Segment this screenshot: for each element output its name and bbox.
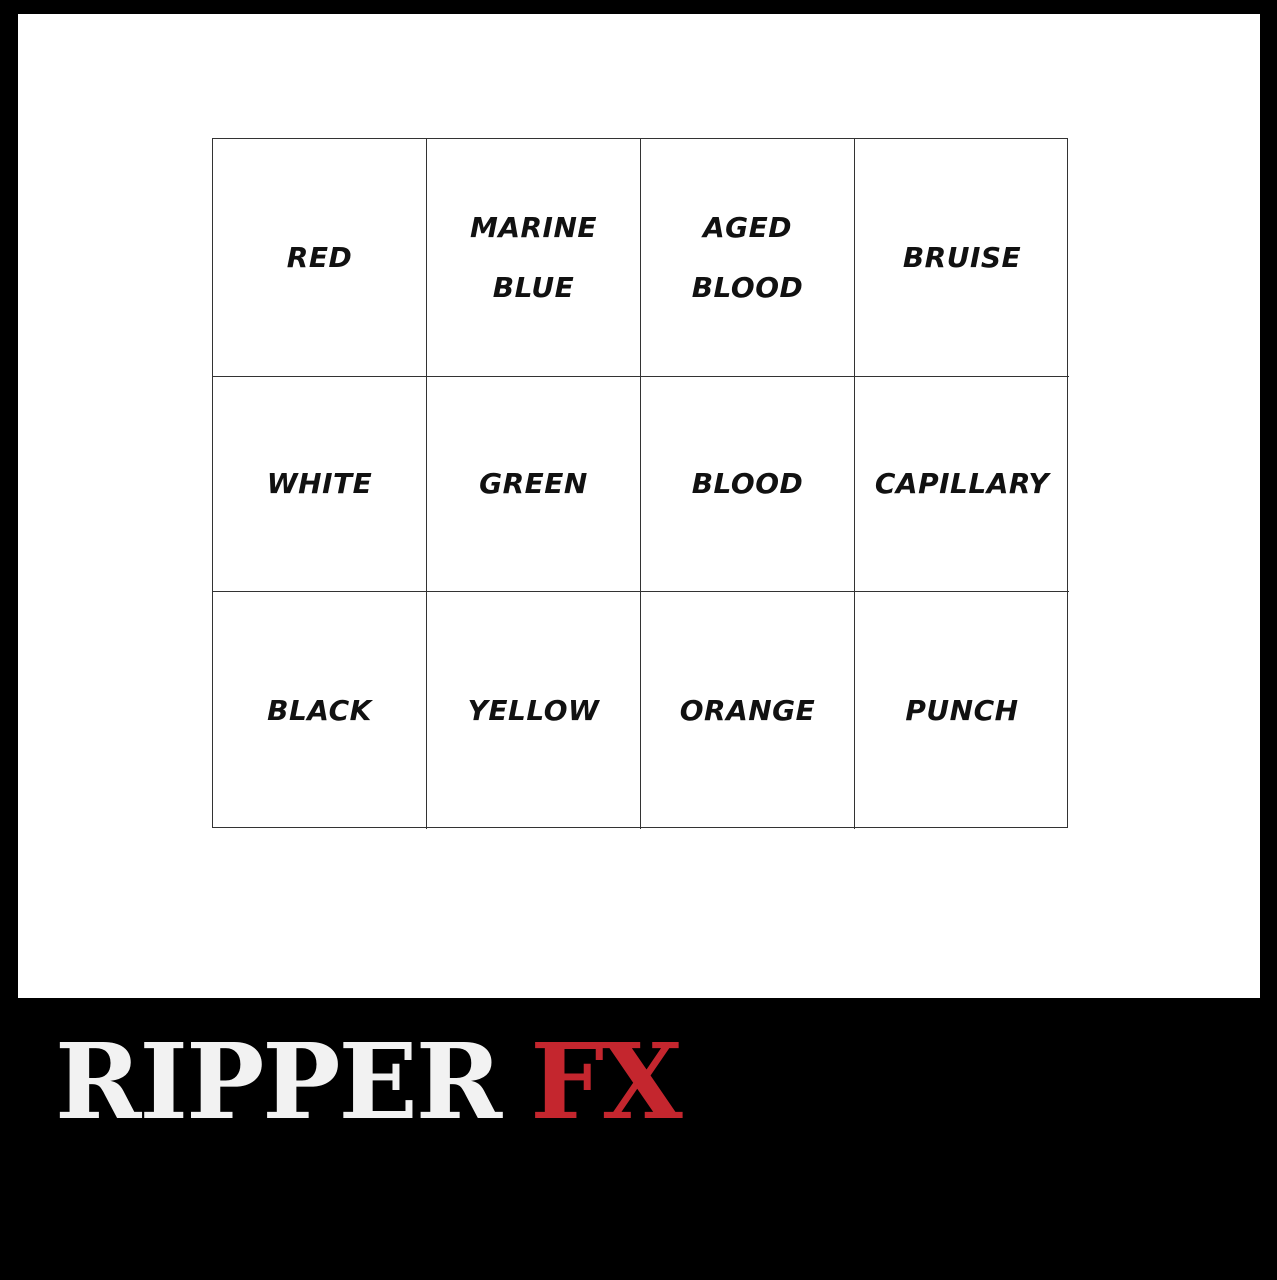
cell-label: BRUISE [902,240,1022,274]
palette-cell-green: GREEN [427,377,641,592]
palette-grid: RED MARINE BLUE AGED BLOOD BRUISE WHITE … [212,138,1069,829]
cell-label: CAPILLARY [874,467,1050,500]
palette-cell-white: WHITE [213,377,427,592]
palette-cell-capillary: CAPILLARY [855,377,1069,592]
cell-label: GREEN [479,467,588,500]
cell-label: ORANGE [679,693,816,727]
cell-label: WHITE [266,467,373,500]
palette-cell-aged-blood: AGED BLOOD [641,139,855,377]
palette-cell-orange: ORANGE [641,592,855,829]
palette-cell-blood: BLOOD [641,377,855,592]
cell-label: RED [286,240,353,274]
cell-label: BLOOD [691,467,804,500]
logo-text-fx: FX [530,1020,683,1143]
palette-panel [18,14,1260,998]
palette-cell-marine-blue: MARINE BLUE [427,139,641,377]
cell-label: AGED BLOOD [691,210,804,304]
palette-cell-black: BLACK [213,592,427,829]
cell-label: MARINE BLUE [469,210,598,304]
palette-cell-punch: PUNCH [855,592,1069,829]
cell-label: BLACK [267,693,372,727]
palette-cell-red: RED [213,139,427,377]
cell-label: YELLOW [467,693,600,727]
cell-label: PUNCH [905,693,1019,727]
palette-cell-yellow: YELLOW [427,592,641,829]
logo-text-ripper: RIPPER [55,1020,502,1143]
palette-cell-bruise: BRUISE [855,139,1069,377]
